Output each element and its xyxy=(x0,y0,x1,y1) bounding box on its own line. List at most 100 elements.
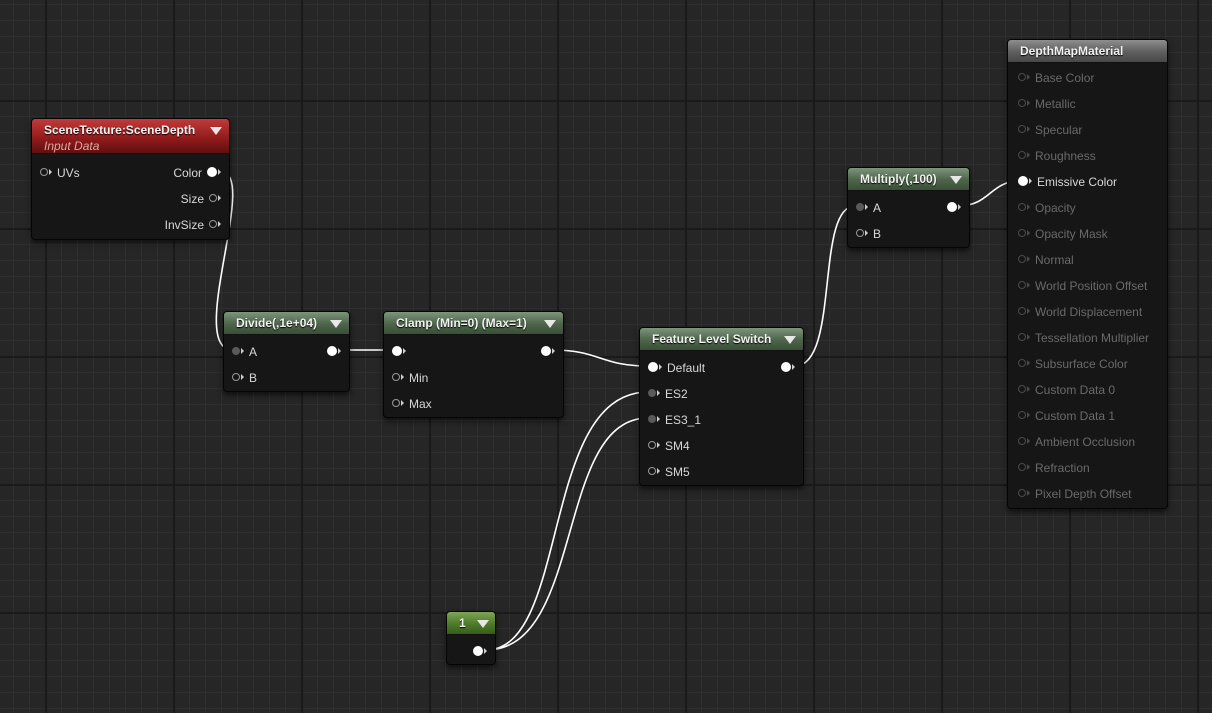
feature-level-switch-node-header[interactable]: Feature Level Switch xyxy=(640,328,803,351)
material-input-pin[interactable]: Refraction xyxy=(1018,459,1095,475)
input-pin-default[interactable]: Default xyxy=(648,359,710,375)
pin-circle-icon[interactable] xyxy=(1018,150,1026,159)
pin-circle-icon[interactable] xyxy=(232,372,240,381)
pin-circle-icon[interactable] xyxy=(1018,358,1026,367)
clamp-node-header[interactable]: Clamp (Min=0) (Max=1) xyxy=(384,312,563,335)
material-node-header[interactable]: DepthMapMaterial xyxy=(1008,40,1167,63)
material-input-pin[interactable]: Opacity Mask xyxy=(1018,225,1113,241)
collapse-arrow-icon[interactable] xyxy=(784,336,796,344)
pin-circle-icon[interactable] xyxy=(473,645,483,656)
collapse-arrow-icon[interactable] xyxy=(330,320,342,328)
material-input-pin[interactable]: Metallic xyxy=(1018,95,1081,111)
constant-node-header[interactable]: 1 xyxy=(447,612,495,635)
pin-circle-icon[interactable] xyxy=(1018,280,1026,289)
material-input-pin[interactable]: Subsurface Color xyxy=(1018,355,1133,371)
material-input-pin[interactable]: World Position Offset xyxy=(1018,277,1152,293)
pin-circle-icon[interactable] xyxy=(1018,72,1026,81)
output-pin-invsize[interactable]: InvSize xyxy=(160,216,221,232)
pin-circle-icon[interactable] xyxy=(1018,410,1026,419)
input-pin-es3-1[interactable]: ES3_1 xyxy=(648,411,706,427)
constant-node[interactable]: 1 xyxy=(446,611,496,665)
pin-circle-icon[interactable] xyxy=(327,345,337,356)
pin-circle-icon[interactable] xyxy=(209,219,217,228)
feature-level-switch-node[interactable]: Feature Level Switch Default ES2 ES3_1 S… xyxy=(639,327,804,486)
divide-node-header[interactable]: Divide(,1e+04) xyxy=(224,312,349,335)
pin-circle-icon[interactable] xyxy=(856,228,864,237)
clamp-node[interactable]: Clamp (Min=0) (Max=1) Min Max xyxy=(383,311,564,418)
input-pin-min[interactable]: Min xyxy=(392,369,433,385)
collapse-arrow-icon[interactable] xyxy=(477,620,489,628)
output-pin[interactable] xyxy=(473,643,487,659)
pin-circle-icon[interactable] xyxy=(1018,175,1028,186)
material-input-pin[interactable]: Emissive Color xyxy=(1018,173,1122,189)
pin-circle-icon[interactable] xyxy=(1018,228,1026,237)
pin-circle-icon[interactable] xyxy=(1018,98,1026,107)
output-pin-color[interactable]: Color xyxy=(168,164,221,180)
pin-circle-icon[interactable] xyxy=(392,372,400,381)
pin-circle-icon[interactable] xyxy=(40,167,48,176)
pin-circle-icon[interactable] xyxy=(1018,384,1026,393)
scene-texture-node-header[interactable]: SceneTexture:SceneDepth Input Data xyxy=(32,119,229,154)
material-input-pin[interactable]: Opacity xyxy=(1018,199,1081,215)
pin-circle-icon[interactable] xyxy=(232,346,240,355)
pin-circle-icon[interactable] xyxy=(856,202,864,211)
collapse-arrow-icon[interactable] xyxy=(544,320,556,328)
pin-arrow-icon xyxy=(657,389,660,396)
material-input-pin[interactable]: Specular xyxy=(1018,121,1087,137)
scene-texture-node[interactable]: SceneTexture:SceneDepth Input Data UVs C… xyxy=(31,118,230,240)
material-input-pin[interactable]: Base Color xyxy=(1018,69,1099,85)
input-pin-max[interactable]: Max xyxy=(392,395,437,411)
input-pin-sm4[interactable]: SM4 xyxy=(648,437,695,453)
input-pin-a[interactable]: A xyxy=(232,343,262,359)
pin-circle-icon[interactable] xyxy=(1018,488,1026,497)
pin-circle-icon[interactable] xyxy=(541,345,551,356)
input-pin-es2[interactable]: ES2 xyxy=(648,385,693,401)
pin-circle-icon[interactable] xyxy=(1018,306,1026,315)
material-input-pin[interactable]: Custom Data 0 xyxy=(1018,381,1120,397)
output-pin[interactable] xyxy=(781,359,795,375)
pin-circle-icon[interactable] xyxy=(648,388,656,397)
pin-circle-icon[interactable] xyxy=(648,466,656,475)
material-input-pin[interactable]: Roughness xyxy=(1018,147,1101,163)
pin-circle-icon[interactable] xyxy=(1018,202,1026,211)
node-title: SceneTexture:SceneDepth xyxy=(44,123,196,137)
material-input-pin[interactable]: Ambient Occlusion xyxy=(1018,433,1140,449)
input-pin-value[interactable] xyxy=(392,343,406,359)
input-pin-b[interactable]: B xyxy=(856,225,886,241)
input-pin-sm5[interactable]: SM5 xyxy=(648,463,695,479)
input-pin-uvs[interactable]: UVs xyxy=(40,164,85,180)
material-input-pin[interactable]: Normal xyxy=(1018,251,1079,267)
pin-circle-icon[interactable] xyxy=(781,361,791,372)
node-title: Multiply(,100) xyxy=(860,172,937,186)
material-input-pin[interactable]: Pixel Depth Offset xyxy=(1018,485,1137,501)
divide-node[interactable]: Divide(,1e+04) A B xyxy=(223,311,350,392)
output-pin-size[interactable]: Size xyxy=(176,190,221,206)
collapse-arrow-icon[interactable] xyxy=(210,127,222,135)
multiply-node[interactable]: Multiply(,100) A B xyxy=(847,167,970,248)
pin-circle-icon[interactable] xyxy=(1018,254,1026,263)
pin-circle-icon[interactable] xyxy=(1018,436,1026,445)
pin-circle-icon[interactable] xyxy=(392,345,402,356)
output-pin[interactable] xyxy=(541,343,555,359)
pin-circle-icon[interactable] xyxy=(648,361,658,372)
input-pin-a[interactable]: A xyxy=(856,199,886,215)
pin-arrow-icon xyxy=(1027,255,1030,262)
pin-circle-icon[interactable] xyxy=(648,440,656,449)
pin-circle-icon[interactable] xyxy=(1018,124,1026,133)
pin-circle-icon[interactable] xyxy=(648,414,656,423)
pin-circle-icon[interactable] xyxy=(1018,332,1026,341)
pin-circle-icon[interactable] xyxy=(947,201,957,212)
input-pin-b[interactable]: B xyxy=(232,369,262,385)
pin-circle-icon[interactable] xyxy=(209,193,217,202)
pin-circle-icon[interactable] xyxy=(1018,462,1026,471)
multiply-node-header[interactable]: Multiply(,100) xyxy=(848,168,969,191)
output-pin[interactable] xyxy=(327,343,341,359)
material-input-pin[interactable]: World Displacement xyxy=(1018,303,1147,319)
output-pin[interactable] xyxy=(947,199,961,215)
pin-circle-icon[interactable] xyxy=(207,166,217,177)
collapse-arrow-icon[interactable] xyxy=(950,176,962,184)
material-input-pin[interactable]: Tessellation Multiplier xyxy=(1018,329,1154,345)
material-input-pin[interactable]: Custom Data 1 xyxy=(1018,407,1120,423)
pin-circle-icon[interactable] xyxy=(392,398,400,407)
